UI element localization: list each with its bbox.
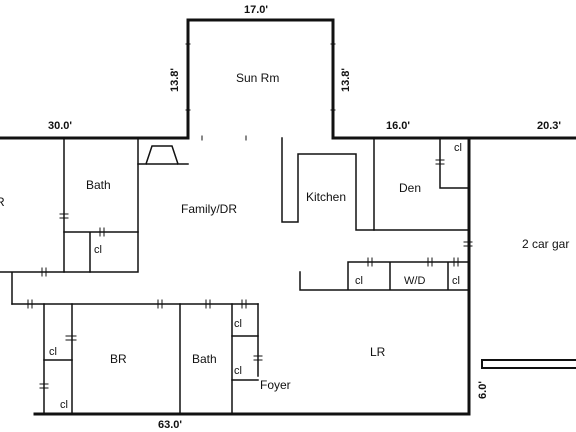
closet-foyer-upper: cl [234,318,242,330]
closet-laundry-left: cl [355,275,363,287]
sunroom-walls [186,18,335,140]
garage-door-line [481,359,576,369]
room-foyer: Foyer [260,378,291,392]
dim-top-middle-width: 16.0' [386,120,411,132]
lower-bath-walls [231,303,259,415]
closet-laundry-right: cl [452,275,460,287]
bedroom-left-wall [0,271,65,305]
dim-top-right-width: 20.3' [537,120,562,132]
room-living-room: LR [370,345,386,359]
closet-den: cl [454,142,462,154]
dim-bottom-width: 63.0' [158,419,183,431]
kitchen-walls [281,137,375,231]
room-bedroom: BR [110,352,127,366]
room-sun-room: Sun Rm [236,71,280,85]
foyer-closet-walls [231,335,259,381]
upper-bath-walls [63,137,139,273]
room-bath-lower: Bath [192,352,217,366]
fireplace [137,145,189,165]
room-washer-dryer: W/D [404,275,426,287]
door-ticks [27,43,473,389]
dim-sunroom-depth-right: 13.8' [340,67,353,93]
room-den: Den [399,181,422,195]
closet-br-lower: cl [60,399,68,411]
room-kitchen: Kitchen [306,190,347,204]
dim-top-left-width: 30.0' [48,120,73,132]
dim-sunroom-depth-left: 13.8' [169,67,182,93]
closet-foyer-lower: cl [234,365,242,377]
closet-br-upper: cl [49,346,57,358]
dim-garage-offset: 6.0' [476,381,489,399]
room-bedroom-cut: R [0,195,5,209]
br-walls [43,303,181,415]
dim-sunroom-width: 17.0' [244,4,269,16]
upper-bath-closet [63,231,139,273]
room-family-dr: Family/DR [181,202,237,216]
den-walls [373,137,470,231]
closet-bath-upper: cl [94,244,102,256]
laundry-walls [299,261,470,291]
room-garage: 2 car gar [522,237,570,251]
room-bath-upper: Bath [86,178,111,192]
